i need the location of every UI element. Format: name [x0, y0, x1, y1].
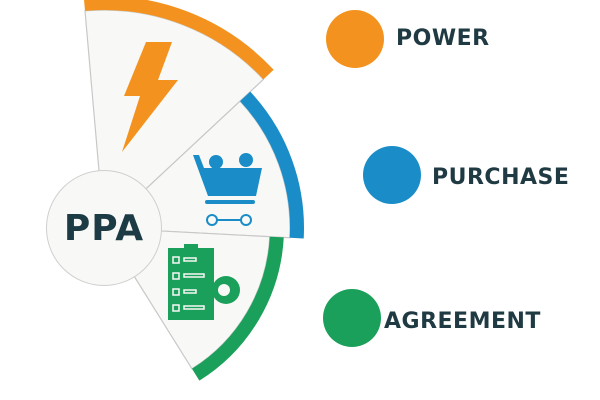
purchase-dot [363, 146, 421, 204]
power-label: POWER [396, 26, 490, 51]
agreement-dot [323, 289, 381, 347]
purchase-label: PURCHASE [432, 165, 570, 190]
checklist-gear-icon [168, 244, 240, 320]
center-label: PPA [63, 207, 145, 249]
arc-agreement [191, 236, 284, 381]
sector-power [84, 9, 265, 230]
power-dot [326, 10, 384, 68]
shopping-cart-gears-icon [193, 153, 262, 226]
lightning-bolt-icon [122, 42, 178, 152]
agreement-label: AGREEMENT [384, 309, 541, 334]
arc-power [84, 0, 274, 80]
center-circle-ppa: PPA [46, 170, 162, 286]
arc-purchase [240, 91, 304, 239]
